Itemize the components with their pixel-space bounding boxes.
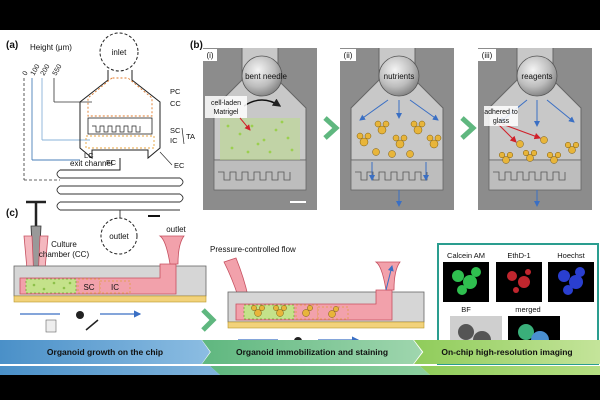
nutrients-label: nutrients — [384, 72, 415, 81]
culture-chamber-label-2: chamber (CC) — [39, 250, 90, 259]
step-2: Organoid immobilization and staining — [202, 340, 422, 364]
cell-laden-label: cell-laden — [211, 100, 241, 107]
height-tick-0: 0 — [22, 70, 30, 77]
trap-array — [87, 117, 153, 135]
matrigel-label: Matrigel — [214, 109, 239, 116]
adhered-label-2: glass — [493, 118, 510, 125]
objective-1 — [76, 311, 84, 319]
label-pc: PC — [170, 87, 181, 96]
exit-channel-label: exit channel — [70, 159, 113, 168]
rotation-arrow — [243, 98, 282, 107]
hoechst-label: Hoechst — [557, 251, 585, 260]
figure-svg: (a) Height (μm) 0 100 200 550 inlet PC C… — [0, 32, 600, 375]
height-tick-200: 200 — [40, 63, 52, 77]
panel-b-label: (b) — [190, 40, 203, 51]
panel-b-ii: nutrients (ii) — [340, 48, 454, 210]
panel-a-label: (a) — [6, 40, 18, 51]
chevron-arrow-2 — [460, 116, 477, 140]
pressure-flow-label: Pressure-controlled flow — [210, 245, 296, 254]
device-cross-section-1 — [13, 235, 207, 303]
chamber-outline — [79, 70, 161, 160]
banner-step-2 — [210, 366, 430, 375]
reagents-label: reagents — [521, 72, 552, 81]
merged-label: merged — [515, 305, 540, 314]
ethd-label: EthD-1 — [507, 251, 530, 260]
bent-needle-label: bent needle — [245, 72, 287, 81]
inlet-label: inlet — [112, 48, 127, 57]
label-ec: EC — [174, 161, 185, 170]
panel-b: (b) (i) bent needle cell-laden Matrigel — [190, 40, 592, 210]
organoids-iii — [498, 136, 580, 164]
step-1: Organoid growth on the chip — [0, 340, 210, 364]
banner-step-1 — [0, 366, 220, 375]
step-3: On-chip high-resolution imaging — [414, 340, 600, 364]
panel-a: (a) Height (μm) 0 100 200 550 inlet PC C… — [6, 32, 195, 255]
outlet-label-c: outlet — [166, 225, 186, 234]
exchange-chamber-outline — [85, 135, 155, 149]
bf-label: BF — [461, 305, 471, 314]
reagents-sphere — [516, 55, 558, 97]
inlet-circle — [99, 32, 139, 72]
serpentine-channel — [60, 177, 180, 211]
step-banner: Organoid growth on the chip Organoid imm… — [0, 340, 600, 364]
label-fc: FC — [106, 158, 117, 167]
label-ic: IC — [170, 136, 178, 145]
ic-label: IC — [111, 283, 119, 292]
workflow-banner — [0, 366, 600, 375]
height-tick-100: 100 — [30, 63, 42, 77]
camera-icon-1 — [45, 319, 57, 333]
chevron-arrow-3 — [201, 308, 217, 332]
label-cc: CC — [170, 99, 181, 108]
matrigel-region — [220, 118, 300, 160]
figure-panel: (a) Height (μm) 0 100 200 550 inlet PC C… — [0, 30, 600, 375]
height-axis-label: Height (μm) — [30, 43, 72, 52]
step-1-label: Organoid growth on the chip — [46, 347, 164, 357]
outlet-circle — [100, 217, 138, 255]
culture-chamber-label-1: Culture — [51, 240, 77, 249]
step-2-label: Organoid immobilization and staining — [235, 347, 389, 357]
panel-c-label: (c) — [6, 208, 18, 219]
panel-b-ii-label: (ii) — [344, 51, 353, 60]
chevron-arrow-1 — [323, 116, 340, 140]
panel-b-i-label: (i) — [206, 51, 213, 60]
device-cross-section-2 — [223, 257, 425, 329]
culture-chamber-outline — [87, 77, 153, 117]
height-tick-550: 550 — [52, 63, 64, 77]
label-lc: LC — [84, 151, 94, 160]
label-ta: TA — [186, 132, 195, 141]
panel-b-iii-label: (iii) — [482, 51, 493, 60]
outlet-label: outlet — [109, 232, 129, 241]
banner-step-3 — [420, 366, 600, 375]
label-sc: SC — [170, 126, 181, 135]
organoids-c — [251, 305, 339, 318]
panel-b-iii: reagents adhered to glass ( — [478, 48, 592, 210]
nutrients-sphere — [378, 55, 420, 97]
step-3-label: On-chip high-resolution imaging — [441, 347, 573, 357]
adhered-label-1: adhered to — [484, 109, 518, 116]
sc-label: SC — [83, 283, 94, 292]
panel-b-i: (i) bent needle cell-laden Matrigel — [203, 48, 317, 210]
calcein-label: Calcein AM — [447, 251, 485, 260]
bent-needle-i — [241, 55, 283, 97]
outlet-reservoir — [158, 235, 185, 265]
organoids-ii — [356, 120, 442, 158]
